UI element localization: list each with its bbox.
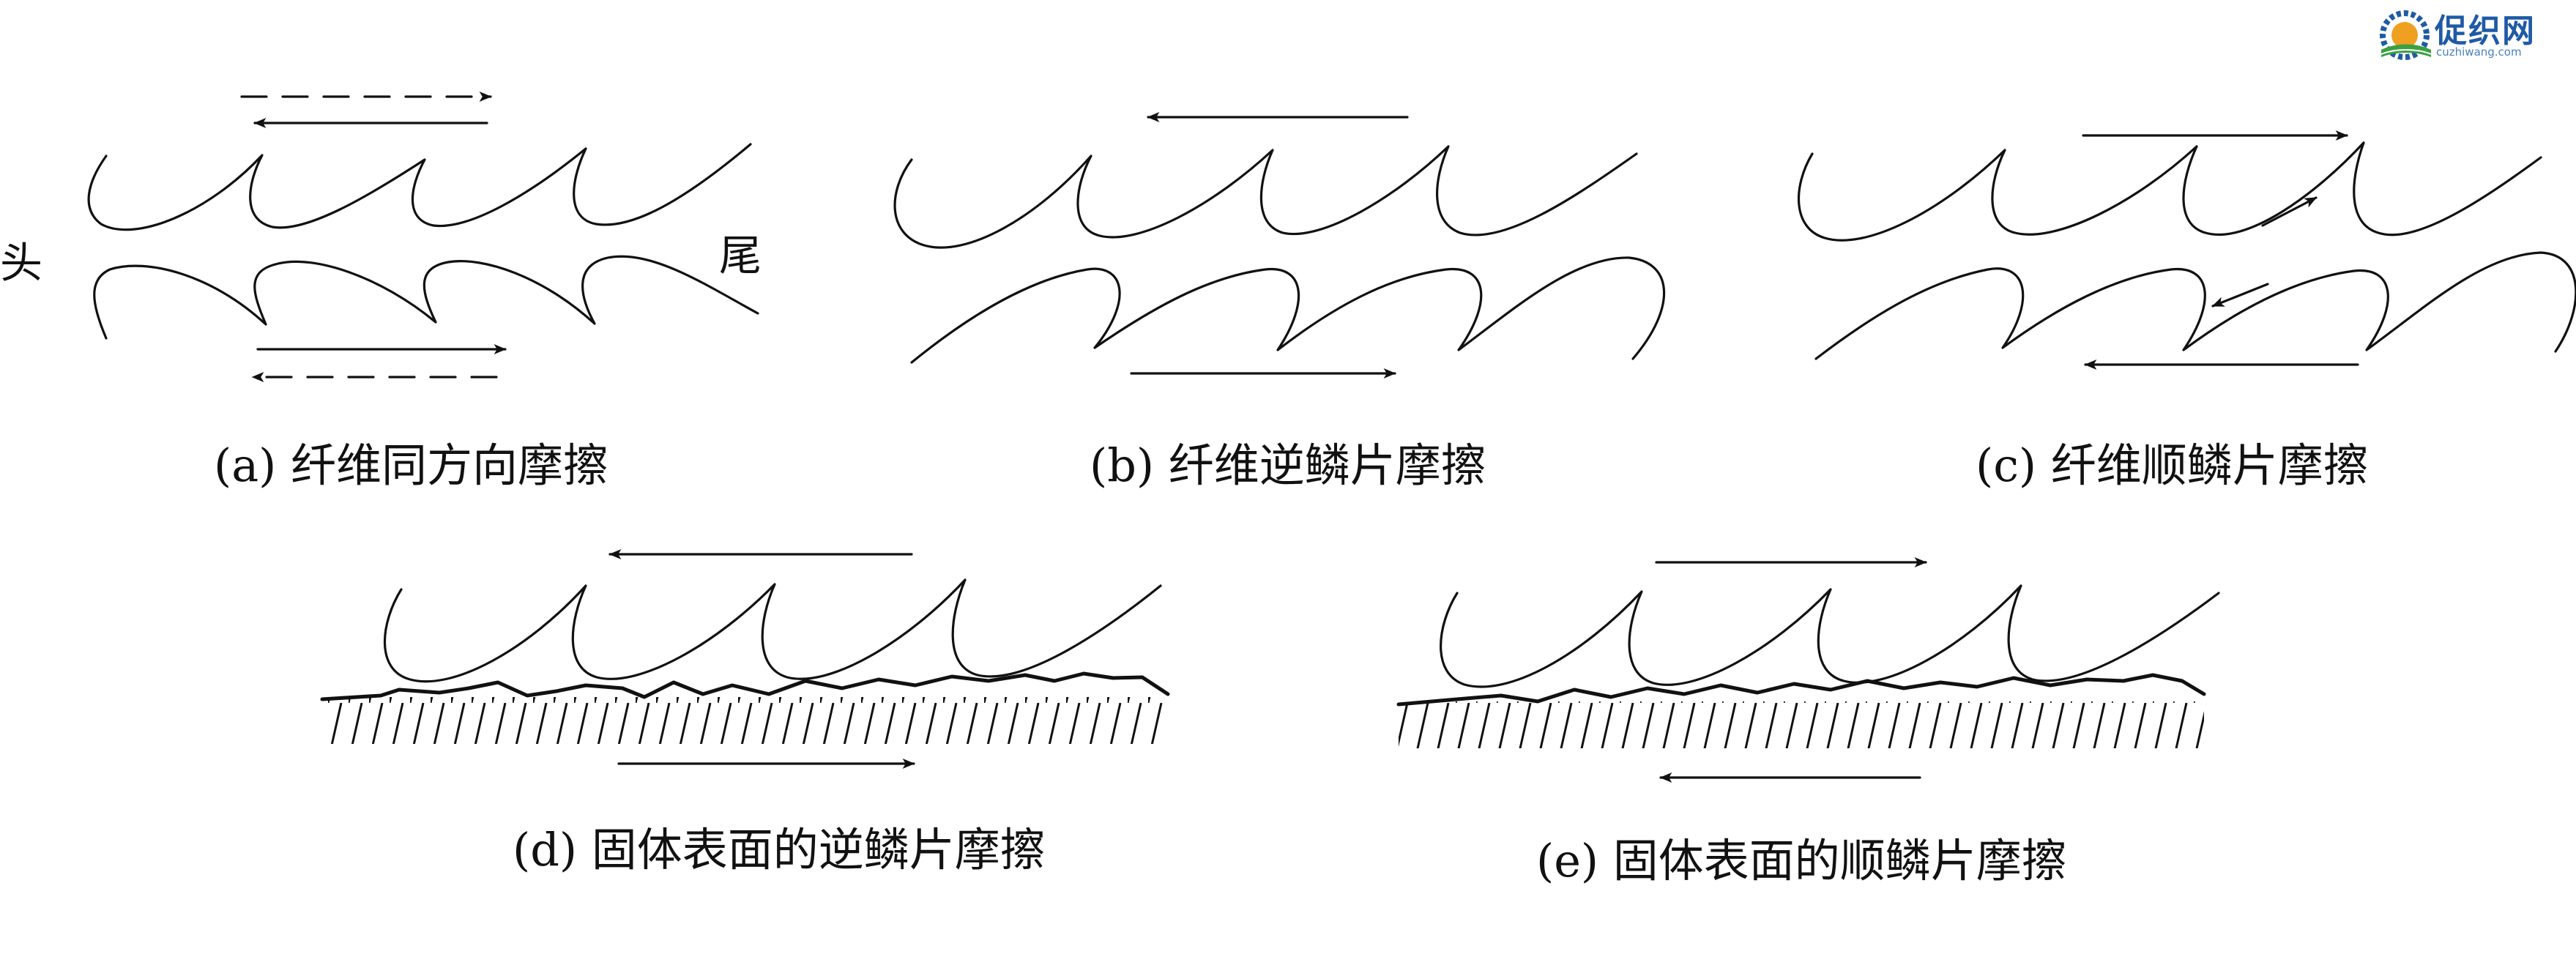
- watermark-logo-icon: [2380, 10, 2432, 60]
- panel-e-caption: (e) 固体表面的顺鳞片摩擦: [1536, 834, 2067, 887]
- panel-a-caption: (a) 纤维同方向摩擦: [214, 439, 609, 492]
- panel-b-caption: (b) 纤维逆鳞片摩擦: [1090, 439, 1486, 492]
- panel-c-upper-fiber: [1797, 141, 2365, 242]
- panel-a-head-label: 头: [0, 238, 43, 288]
- panel-a-upper-fiber: [87, 143, 752, 231]
- panel-c-small-arrow-down: [2211, 283, 2269, 308]
- panel-d-caption: (d) 固体表面的逆鳞片摩擦: [513, 823, 1046, 876]
- panel-c-small-arrow-up: [2261, 196, 2318, 227]
- panel-d-fiber: [383, 578, 1162, 683]
- panel-d-solid-surface: [320, 671, 1170, 701]
- watermark-url: cuzhiwang.com: [2436, 45, 2522, 59]
- panel-b-lower-fiber: [910, 256, 1666, 364]
- panel-c-lower-fiber: [1814, 251, 2576, 360]
- panel-e-surface-hatching: [1399, 701, 2204, 748]
- panel-c-caption: (c) 纤维顺鳞片摩擦: [1976, 439, 2369, 492]
- panel-e-fiber: [1440, 584, 2220, 688]
- panel-a-tail-label: 尾: [719, 231, 762, 280]
- panel-e-solid-surface: [1396, 673, 2206, 707]
- panel-a-fibers: [87, 143, 759, 340]
- panel-b-fibers: [893, 145, 1666, 364]
- panel-c-fibers: [1797, 141, 2576, 360]
- panel-d-surface-hatching: [322, 697, 1168, 744]
- panel-b-upper-fiber: [893, 145, 1638, 249]
- panel-c-upper-fiber-end: [2353, 141, 2542, 236]
- panel-d-fiber-and-surface: [320, 578, 1170, 744]
- watermark-text: 促织网: [2435, 12, 2536, 50]
- panel-e-fiber-and-surface: [1396, 584, 2220, 748]
- panel-a-lower-fiber: [93, 255, 759, 340]
